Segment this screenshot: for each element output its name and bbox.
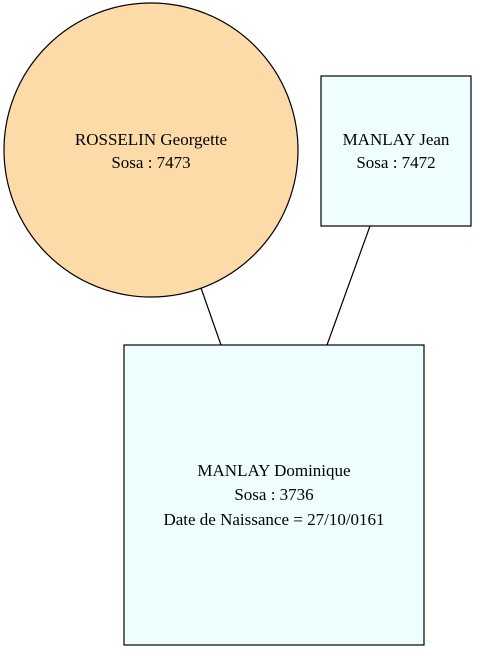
mother-circle [3,2,299,298]
mother-name: ROSSELIN Georgette [75,130,227,149]
mother-sosa: Sosa : 7473 [111,153,190,172]
child-name: MANLAY Dominique [197,461,350,480]
child-box [123,344,425,646]
father-name: MANLAY Jean [343,130,450,149]
child-sosa: Sosa : 3736 [234,485,313,504]
node-father[interactable]: MANLAY Jean Sosa : 7472 [320,75,472,227]
node-mother[interactable]: ROSSELIN Georgette Sosa : 7473 [3,2,299,298]
child-birth-date: Date de Naissance = 27/10/0161 [163,510,384,529]
edge-mother-child [200,287,222,346]
father-sosa: Sosa : 7472 [356,153,435,172]
node-child[interactable]: MANLAY Dominique Sosa : 3736 Date de Nai… [123,344,425,646]
edge-father-child [326,225,371,346]
father-box [320,75,472,227]
